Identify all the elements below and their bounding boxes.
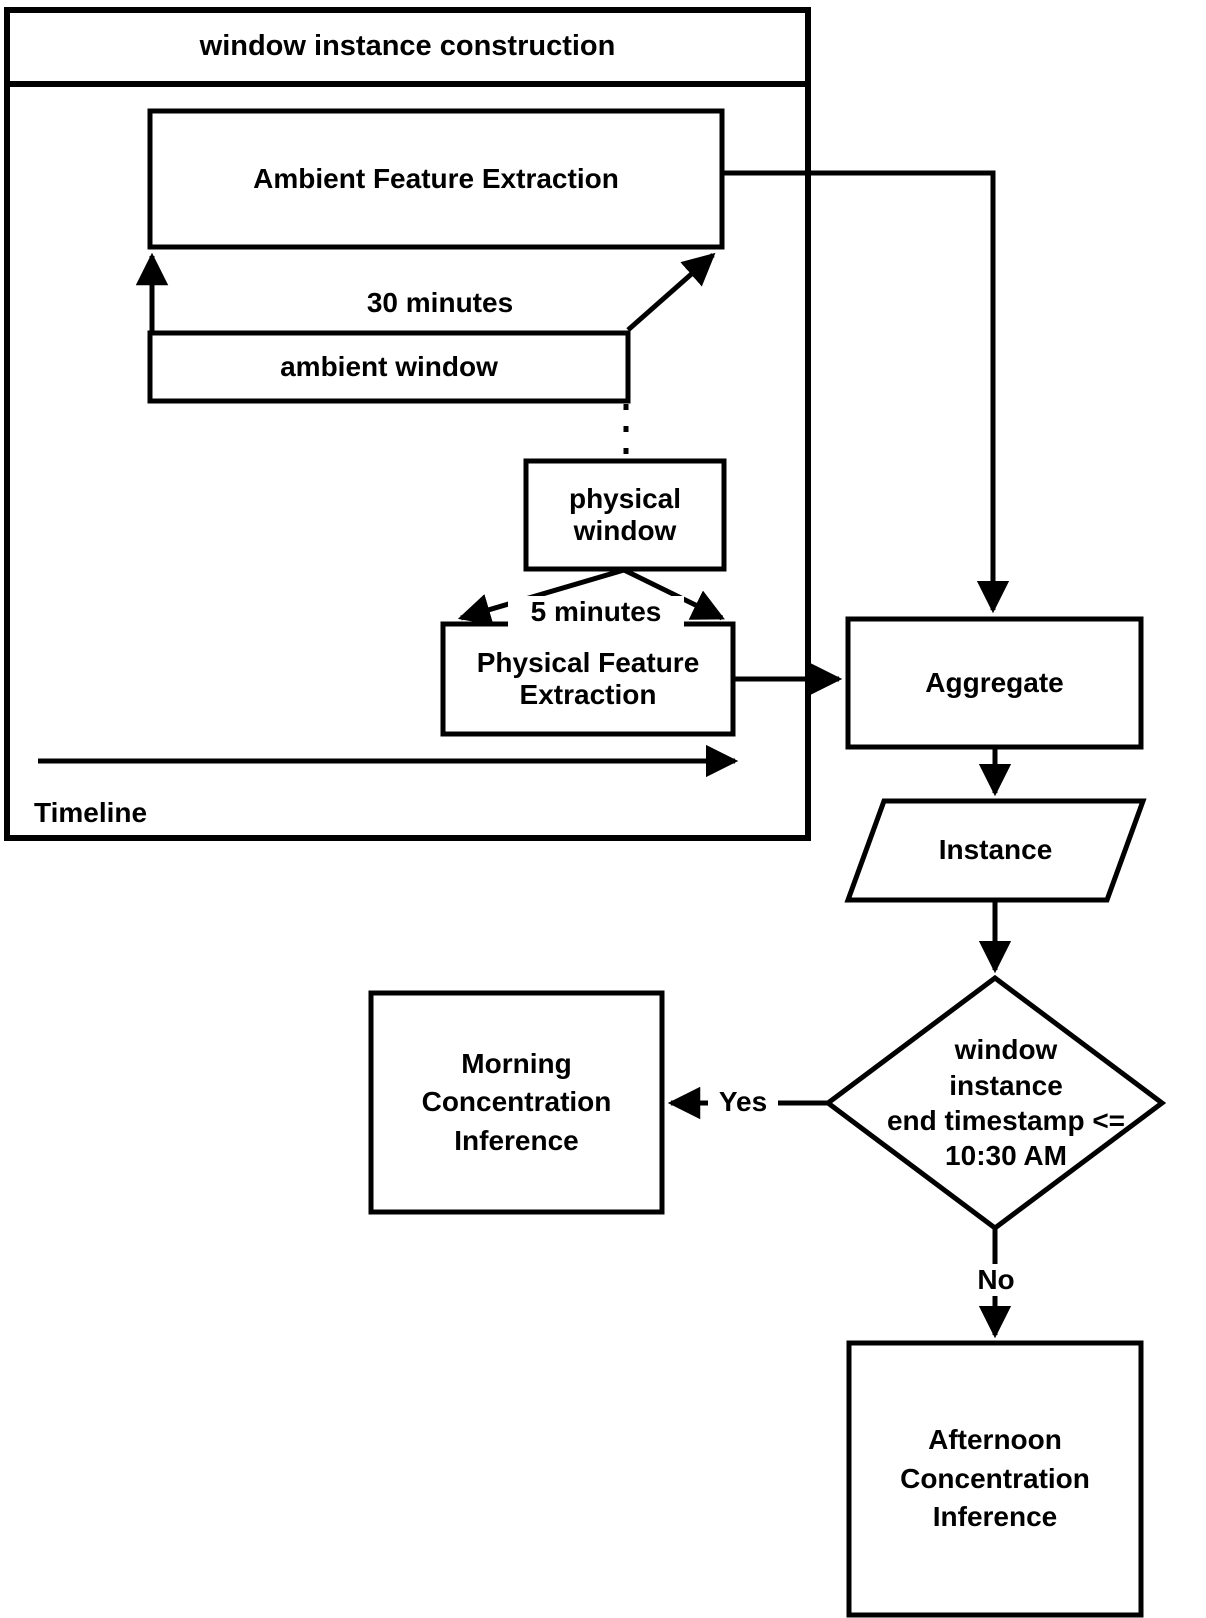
edge-physical-window-left-branch: [457, 567, 625, 626]
aggregate-box: [845, 616, 1144, 750]
physical-duration-label: 5 minutes: [508, 596, 684, 628]
decision-diamond: [823, 974, 1167, 1232]
decision-no-label: No: [968, 1264, 1024, 1296]
instance-parallelogram: [844, 798, 1147, 903]
ambient-window-box: [147, 330, 631, 404]
afternoon-inference-box: [846, 1340, 1144, 1618]
morning-inference-box: [368, 990, 665, 1215]
physical-window-box: [523, 458, 727, 572]
edge-ambient-extraction-to-aggregate: [722, 170, 1010, 614]
edge-ambient-window-diagonal: [626, 252, 716, 332]
physical-feature-extraction-box: [440, 621, 736, 737]
timeline-label: Timeline: [34, 797, 184, 829]
edge-physical-window-right-branch: [622, 567, 725, 621]
ambient-feature-extraction-box: [147, 108, 725, 250]
ambient-duration-label: 30 minutes: [320, 287, 560, 319]
decision-yes-label: Yes: [708, 1086, 778, 1118]
